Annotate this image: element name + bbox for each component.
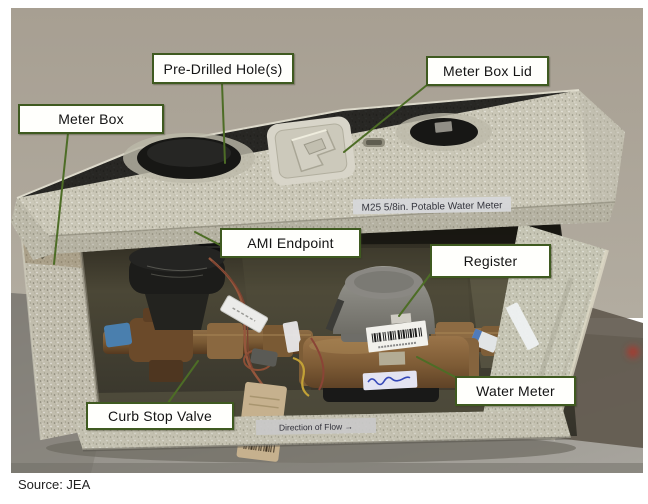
callout-curb-stop-valve-label: Curb Stop Valve [108, 408, 212, 424]
leader-curb-stop-valve [167, 360, 199, 404]
callout-water-meter: Water Meter [455, 376, 576, 406]
leader-register [398, 271, 433, 317]
callout-ami-endpoint-label: AMI Endpoint [247, 235, 334, 251]
right-wall-sticker [506, 302, 539, 350]
white-tag [220, 295, 269, 333]
callout-water-meter-label: Water Meter [476, 383, 555, 399]
callout-meter-box: Meter Box [18, 104, 164, 134]
flow-sticker: Direction of Flow → [255, 417, 377, 436]
red-dot [627, 346, 639, 358]
leader-pre-drilled-holes [221, 82, 226, 164]
leader-lines [53, 82, 458, 404]
pre-drilled-hole-right [410, 118, 478, 146]
callout-register-label: Register [463, 253, 518, 269]
meter-blue-label [362, 370, 418, 391]
yellow-wire [292, 356, 310, 397]
blue-handle [103, 322, 133, 348]
lid-logo-emboss [266, 116, 356, 186]
register-barcode-sticker [365, 320, 429, 353]
lid-sticker-text: M25 5/8in. Potable Water Meter [362, 200, 504, 213]
barcode [371, 327, 423, 343]
leader-ami-endpoint [194, 231, 221, 246]
callout-ami-endpoint: AMI Endpoint [220, 228, 361, 258]
callout-meter-box-label: Meter Box [58, 111, 124, 127]
callout-meter-box-lid-label: Meter Box Lid [443, 63, 532, 79]
pipe-sticker-left [282, 321, 303, 353]
source-caption: Source: JEA [18, 477, 91, 492]
leader-meter-box [53, 132, 69, 265]
leader-meter-box-lid [343, 84, 428, 153]
meter-box-lid-part: M25 5/8in. Potable Water Meter [11, 89, 625, 260]
lid-sticker: M25 5/8in. Potable Water Meter [352, 196, 512, 215]
register-device [325, 266, 435, 353]
callout-register: Register [430, 244, 551, 278]
callout-pre-drilled-holes-label: Pre-Drilled Hole(s) [163, 60, 283, 77]
wire-connector [250, 348, 278, 367]
callout-curb-stop-valve: Curb Stop Valve [86, 402, 234, 430]
box-left-wall [18, 207, 103, 441]
flow-sticker-text: Direction of Flow → [279, 421, 353, 432]
callout-pre-drilled-holes: Pre-Drilled Hole(s) [152, 53, 294, 84]
meter-mini-sticker [378, 351, 406, 366]
leader-water-meter [416, 356, 458, 379]
callout-meter-box-lid: Meter Box Lid [426, 56, 549, 86]
register-strap [325, 298, 345, 332]
